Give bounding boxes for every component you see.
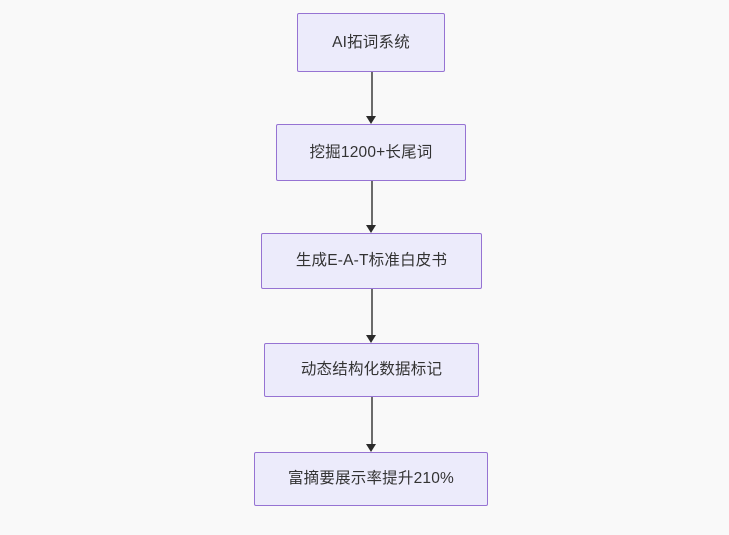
flow-node-4[interactable]: 动态结构化数据标记 xyxy=(264,343,479,397)
flow-node-4-label: 动态结构化数据标记 xyxy=(300,361,443,379)
flow-node-3[interactable]: 生成E-A-T标准白皮书 xyxy=(261,233,482,289)
flow-node-3-label: 生成E-A-T标准白皮书 xyxy=(295,252,448,270)
flow-node-2-label: 挖掘1200+长尾词 xyxy=(309,143,433,161)
flow-node-5[interactable]: 富摘要展示率提升210% xyxy=(254,452,488,506)
flow-edge-4-line xyxy=(371,397,373,446)
flow-node-1-label: AI拓词系统 xyxy=(332,33,410,51)
flow-edge-2-arrowhead xyxy=(366,225,377,233)
flow-edge-2-line xyxy=(371,181,373,227)
flow-node-5-label: 富摘要展示率提升210% xyxy=(287,470,455,488)
flow-node-2[interactable]: 挖掘1200+长尾词 xyxy=(276,124,466,181)
flow-edge-1-arrowhead xyxy=(366,116,377,124)
flow-edge-1-line xyxy=(371,72,373,118)
flow-edge-4-arrowhead xyxy=(366,444,377,452)
flow-node-1[interactable]: AI拓词系统 xyxy=(297,13,445,72)
flow-edge-3-arrowhead xyxy=(366,335,377,343)
flow-edge-3-line xyxy=(371,289,373,337)
